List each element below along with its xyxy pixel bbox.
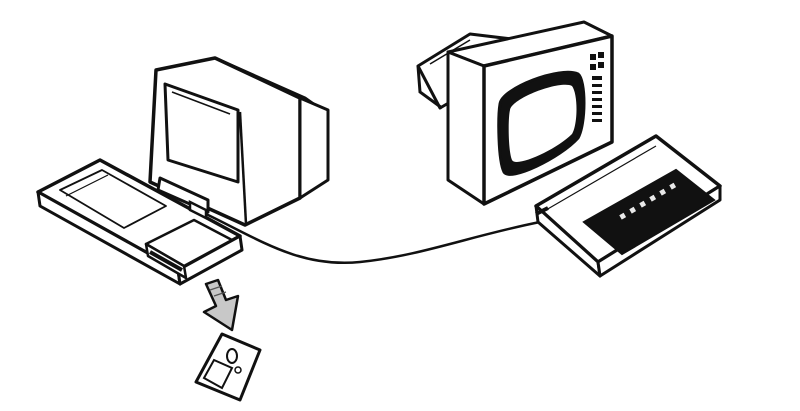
computer-monitor [148, 56, 330, 227]
console-icon [534, 134, 722, 278]
tv-controls [590, 52, 604, 122]
monitor-side [298, 96, 330, 200]
console-label-panel [582, 168, 716, 256]
down-arrow-icon [202, 278, 240, 332]
cable-plug [535, 206, 549, 216]
tv-icon [416, 20, 614, 206]
computer-keyboard-unit [36, 158, 244, 286]
monitor-screen [163, 82, 240, 184]
console-badge-marks [619, 182, 677, 220]
floppy-disk-icon [194, 332, 262, 402]
keyboard-keys-area [59, 169, 167, 229]
cable-icon [205, 212, 541, 265]
tv-side [446, 50, 486, 206]
